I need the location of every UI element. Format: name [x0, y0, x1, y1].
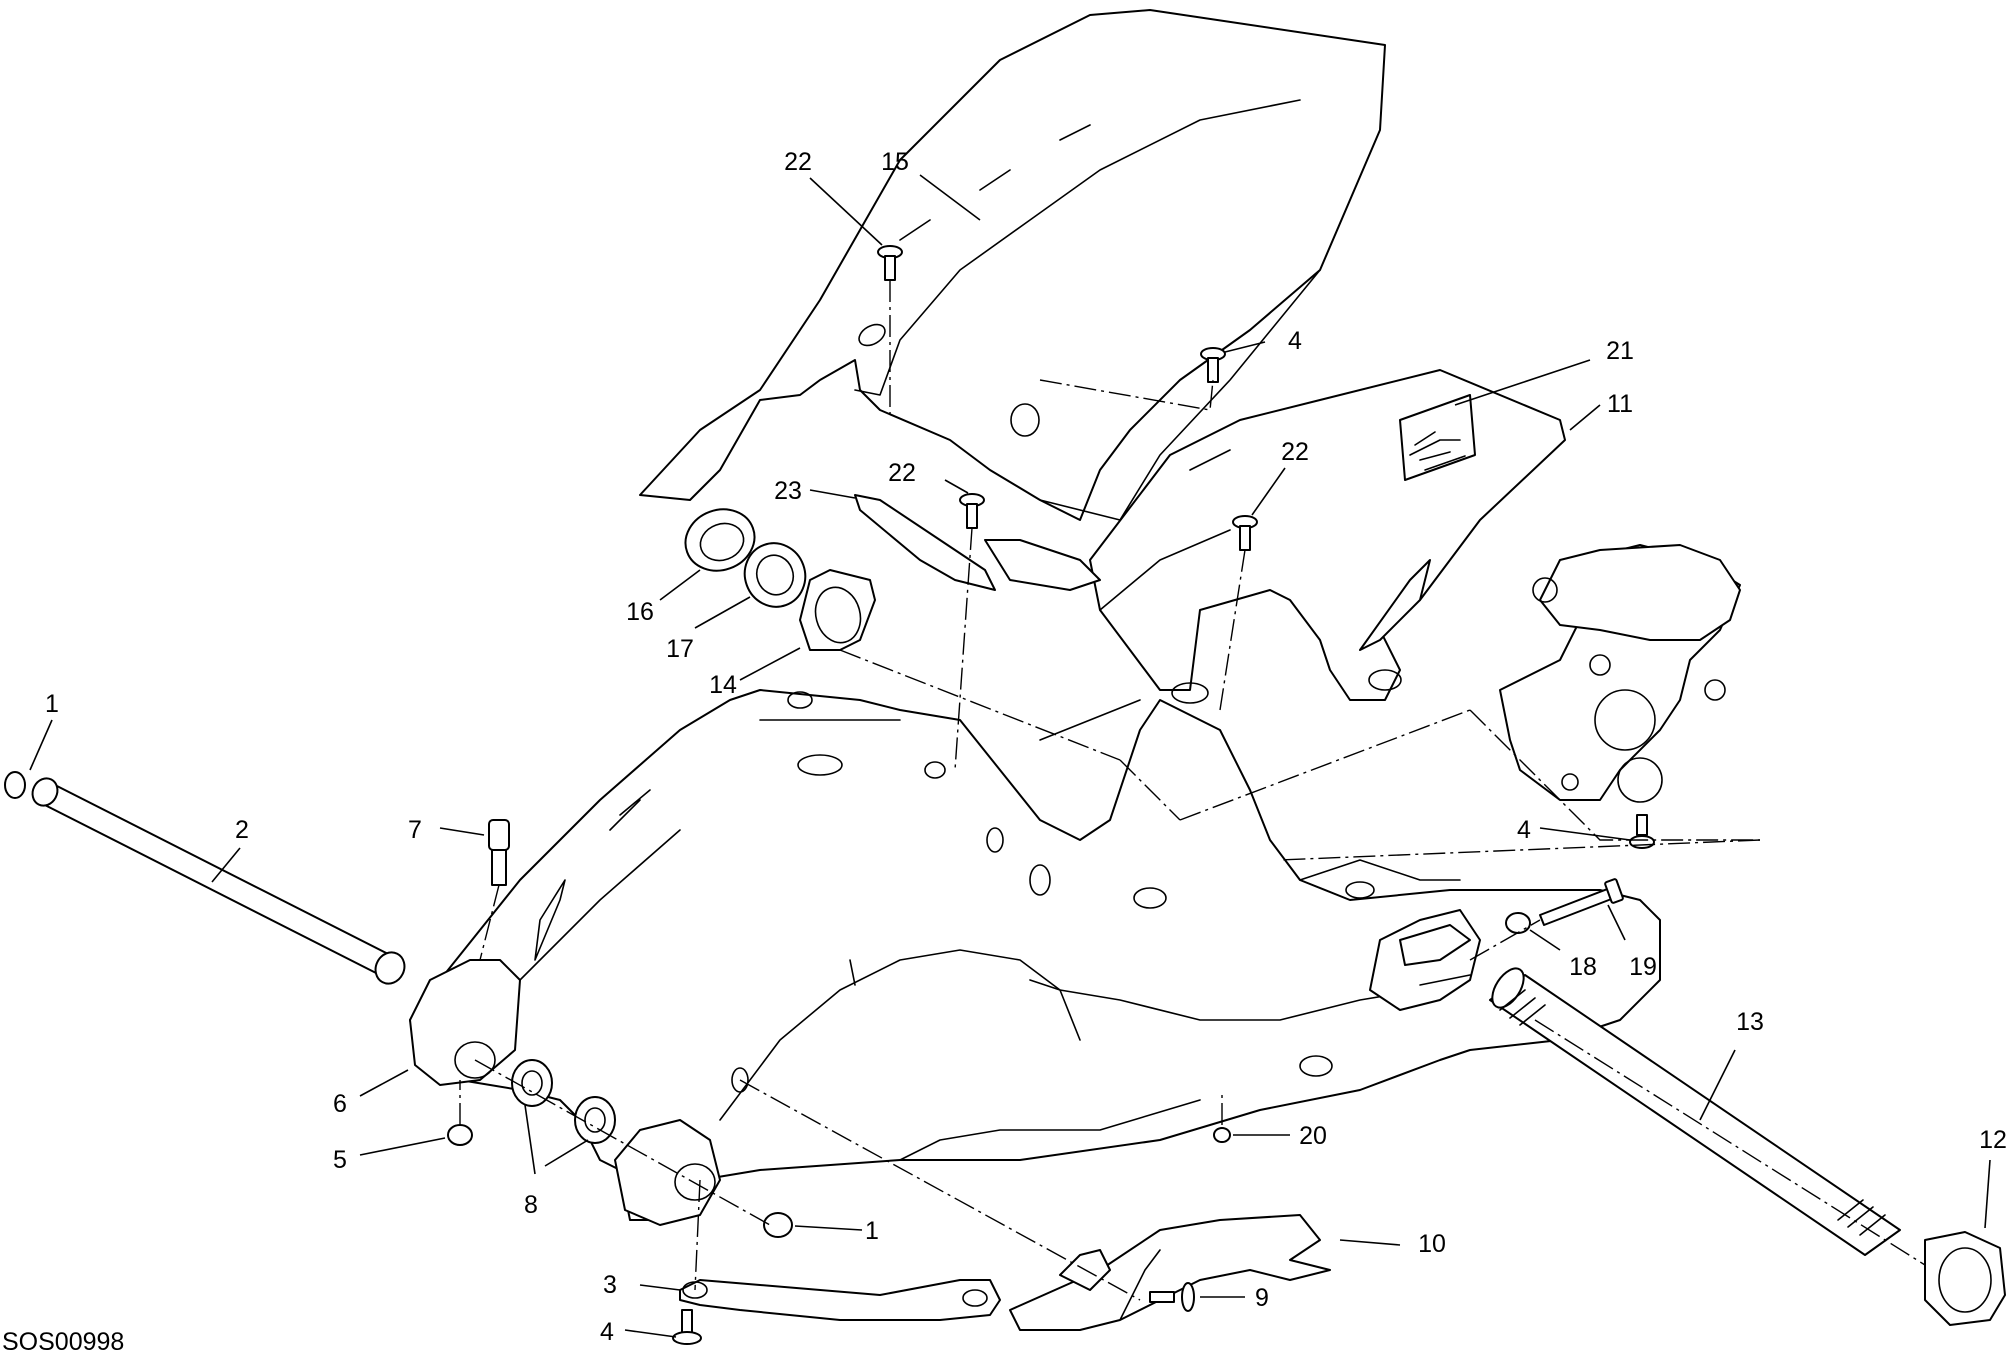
- bushing-1-right: [763, 1212, 793, 1238]
- brake-caliper-bracket: [1499, 544, 1741, 803]
- drawing-code: SOS00998: [2, 1328, 124, 1356]
- lower-chain-guide: [1009, 1214, 1331, 1331]
- decal-label: [1399, 394, 1476, 481]
- rear-mudguard: [639, 9, 1386, 521]
- callout-23: 23: [774, 477, 802, 505]
- callout-22b: 22: [1281, 438, 1309, 466]
- rear-axle: [1489, 967, 1901, 1256]
- callout-15: 15: [881, 148, 909, 176]
- linkage-lever: [679, 1279, 1001, 1321]
- rivet-20: [1213, 1127, 1231, 1143]
- alignment-lines: [459, 280, 1926, 1301]
- screw-22a: [877, 245, 903, 281]
- callout-13: 13: [1736, 1008, 1764, 1036]
- leader-lines: [29, 174, 1991, 1338]
- screw-4-lower: [672, 1309, 702, 1345]
- screw-4-caliper: [1629, 814, 1655, 849]
- screw-22b: [959, 493, 985, 529]
- callout-4c: 4: [1288, 327, 1302, 355]
- callout-8: 8: [524, 1191, 538, 1219]
- cable-guide-plate: [854, 494, 1101, 591]
- callout-21: 21: [1606, 337, 1634, 365]
- chain-adjuster-block: [1369, 909, 1481, 1011]
- callout-5: 5: [333, 1146, 347, 1174]
- washer-8b: [574, 1096, 616, 1144]
- right-pivot-boss: [614, 1119, 721, 1226]
- callout-4b: 4: [1517, 816, 1531, 844]
- washer-17: [743, 542, 807, 608]
- callout-2: 2: [235, 816, 249, 844]
- callout-4a: 4: [600, 1318, 614, 1346]
- callout-6: 6: [333, 1090, 347, 1118]
- callout-20: 20: [1299, 1122, 1327, 1150]
- ring-nut: [684, 508, 756, 572]
- axle-nut: [1924, 1231, 2006, 1326]
- callout-9: 9: [1255, 1284, 1269, 1312]
- callout-22c: 22: [888, 459, 916, 487]
- callout-labels: 1 2 7 6 5 8 1 3 4 9 10 20 13 12 18 19 4 …: [45, 148, 2007, 1346]
- callout-18: 18: [1569, 953, 1597, 981]
- callout-12: 12: [1979, 1126, 2007, 1154]
- callout-10: 10: [1418, 1230, 1446, 1258]
- pivot-shaft: [31, 777, 406, 985]
- screw-4-upper: [1200, 347, 1226, 383]
- screw-9: [1149, 1282, 1195, 1312]
- callout-11: 11: [1607, 390, 1633, 418]
- callout-16: 16: [626, 598, 654, 626]
- callout-1a: 1: [45, 690, 59, 718]
- callout-3: 3: [603, 1271, 617, 1299]
- chain-guard: [1089, 369, 1566, 704]
- bushing-1-left: [4, 771, 26, 799]
- adjuster-bolt: [1539, 878, 1624, 926]
- callout-19: 19: [1629, 953, 1657, 981]
- nut-5: [447, 1124, 473, 1146]
- callout-14: 14: [709, 671, 737, 699]
- callout-1b: 1: [865, 1217, 879, 1245]
- eccentric-hub: [799, 569, 876, 651]
- bolt-7: [488, 819, 510, 886]
- pivot-housing: [409, 959, 521, 1086]
- washer-8a: [511, 1059, 553, 1107]
- adjuster-nut: [1505, 912, 1531, 934]
- callout-17: 17: [666, 635, 694, 663]
- callout-7: 7: [408, 816, 422, 844]
- callout-22a: 22: [784, 148, 812, 176]
